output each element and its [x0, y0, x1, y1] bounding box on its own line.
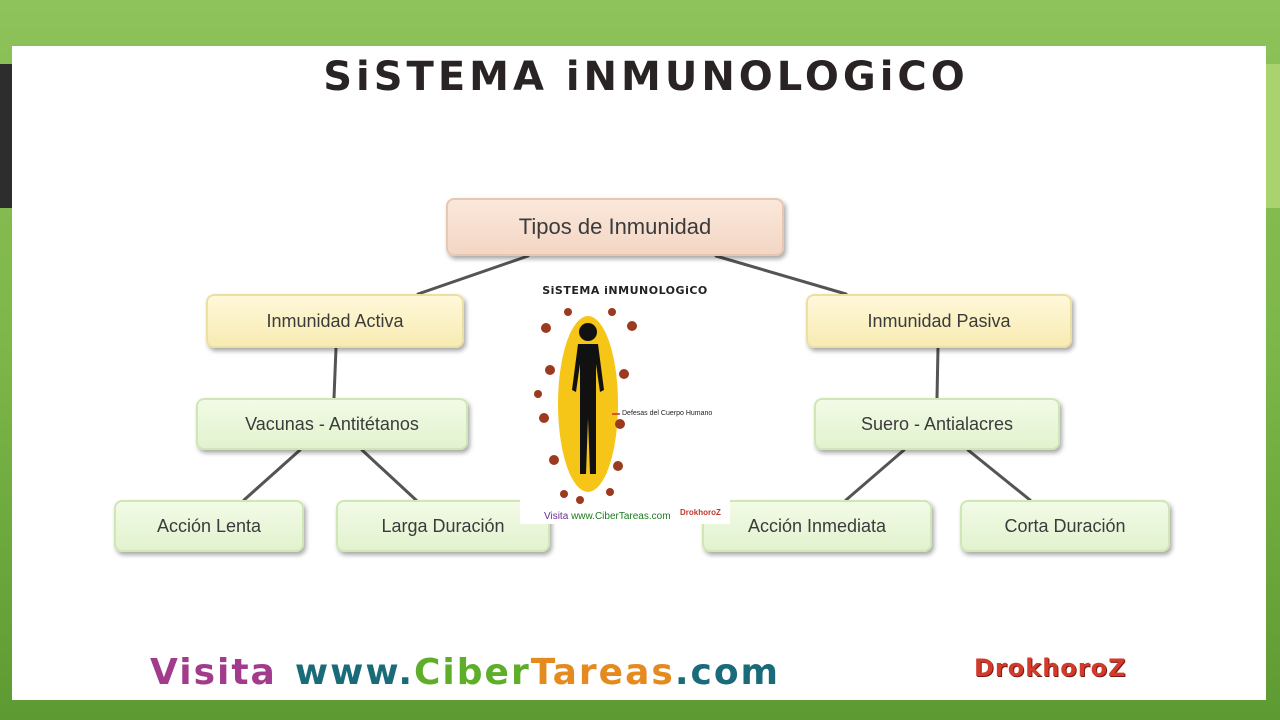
inset-label: Defesas del Cuerpo Humano	[622, 410, 713, 417]
node-inmunidad-activa: Inmunidad Activa	[206, 294, 464, 348]
node-suero-antialacres: Suero - Antialacres	[814, 398, 1060, 450]
link-vacunas-lenta	[242, 448, 302, 502]
inset-logo: DrokhoroZ	[680, 508, 721, 517]
footer-www: www.	[294, 652, 414, 693]
page-title: SiSTEMA iNMUNOLOGiCO	[323, 54, 969, 100]
link-activa-vacunas	[332, 346, 338, 400]
footer-visita: Visita	[150, 652, 277, 693]
link-suero-inmediata	[844, 448, 906, 502]
human-body-illustration	[534, 308, 637, 504]
footer-logo: DrokhoroZ	[974, 654, 1127, 682]
inset-footer: Visita www.CiberTareas.com	[544, 511, 671, 522]
human-silhouette	[572, 323, 604, 474]
node-larga-duracion: Larga Duración	[336, 500, 550, 552]
virus-particles	[534, 308, 637, 504]
footer-com: .com	[674, 652, 781, 693]
link-pasiva-suero	[935, 346, 940, 400]
inset-title: SiSTEMA iNMUNOLOGiCO	[542, 284, 708, 297]
node-tipos-de-inmunidad: Tipos de Inmunidad	[446, 198, 784, 256]
link-suero-corta	[966, 448, 1032, 502]
node-corta-duracion: Corta Duración	[960, 500, 1170, 552]
link-root-pasiva	[714, 254, 848, 296]
inset-footer-visita: Visita	[544, 511, 569, 522]
inset-footer-site: www.CiberTareas.com	[571, 511, 671, 522]
link-root-activa	[416, 254, 530, 296]
footer-ciber: Ciber	[414, 652, 531, 693]
node-accion-inmediata: Acción Inmediata	[702, 500, 932, 552]
inset-illustration: SiSTEMA iNMUNOLOGiCO Defesas del Cuerpo …	[520, 278, 730, 524]
footer-tareas: Tareas	[530, 652, 675, 693]
node-vacunas-antitetanos: Vacunas - Antitétanos	[196, 398, 468, 450]
link-vacunas-larga	[360, 448, 418, 502]
node-accion-lenta: Acción Lenta	[114, 500, 304, 552]
node-inmunidad-pasiva: Inmunidad Pasiva	[806, 294, 1072, 348]
footer-website: Visita www.CiberTareas.com	[150, 652, 780, 693]
